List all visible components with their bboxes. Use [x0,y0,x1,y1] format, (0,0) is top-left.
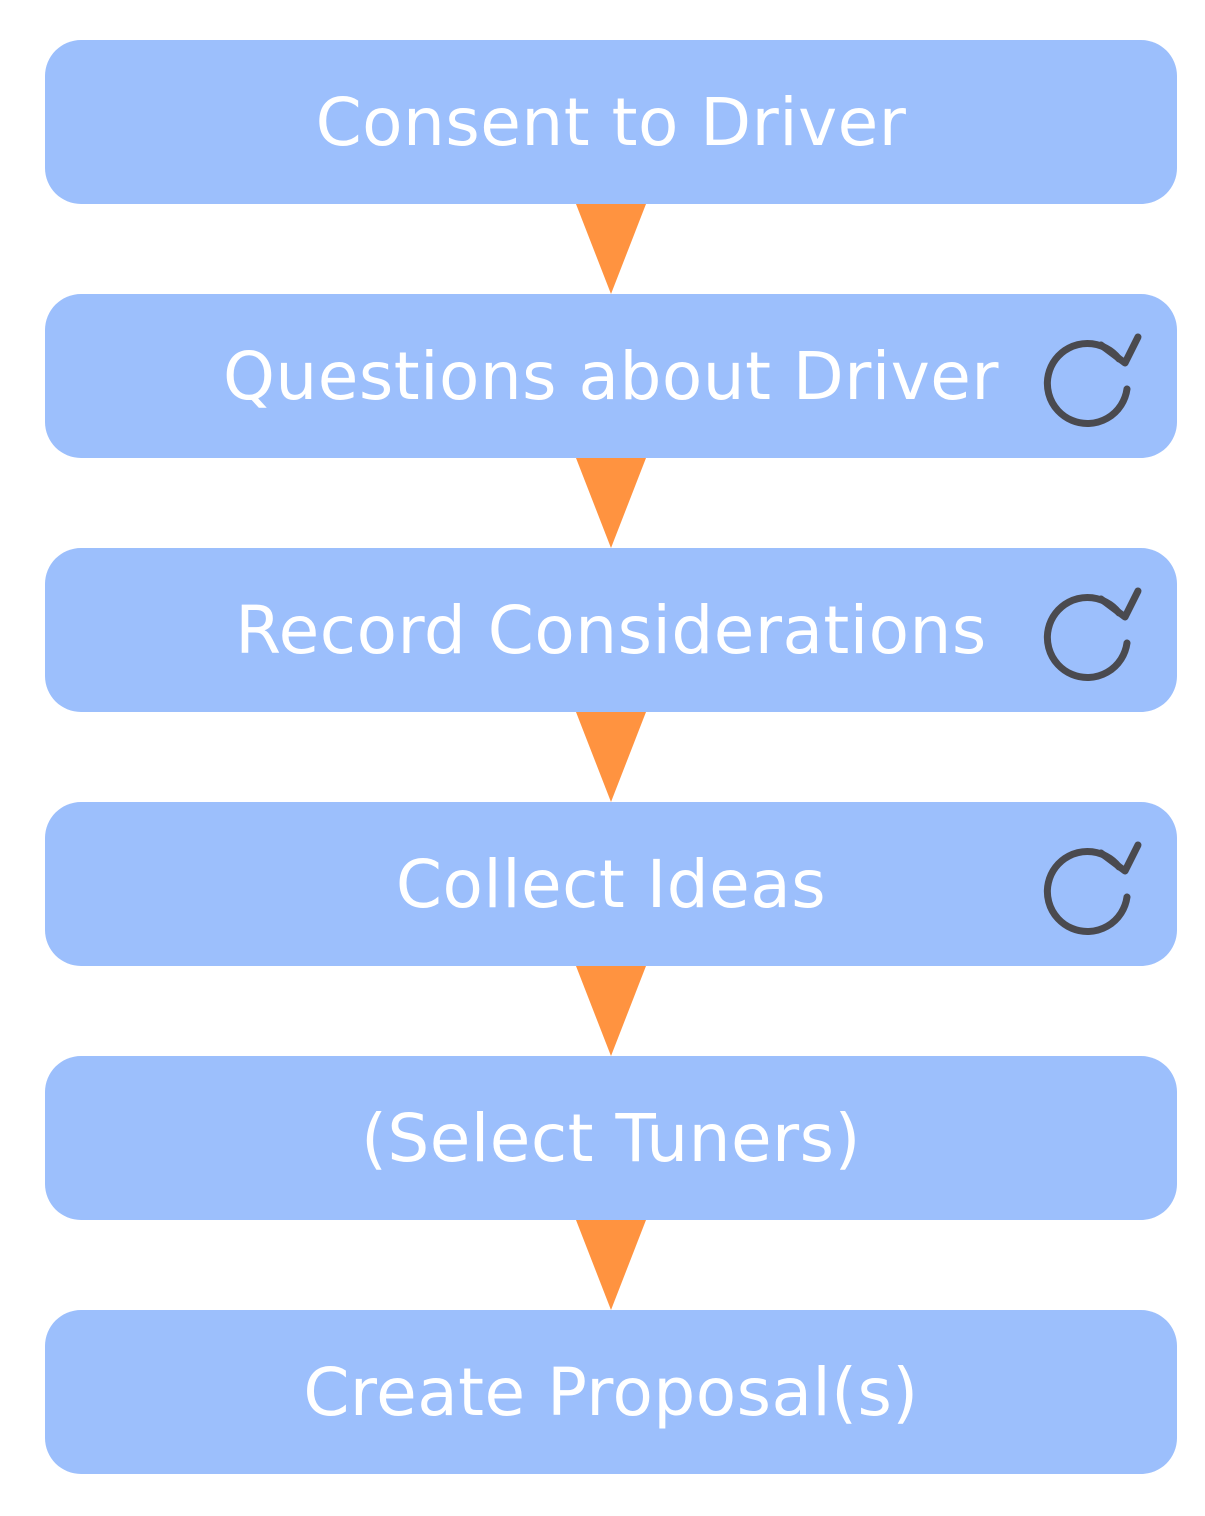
repeat-icon [1043,333,1142,427]
step-select-tuners: (Select Tuners) [45,1056,1177,1220]
step-label: Collect Ideas [395,845,827,923]
repeat-icon [1043,587,1142,681]
step-record-considerations: Record Considerations [45,548,1177,712]
down-arrow-icon [576,204,646,294]
step-label: Questions about Driver [222,337,1000,415]
step-label: Consent to Driver [315,83,907,161]
step-label: Create Proposal(s) [303,1353,919,1431]
step-create-proposals: Create Proposal(s) [45,1310,1177,1474]
down-arrow-icon [576,966,646,1056]
step-questions-about-driver: Questions about Driver [45,294,1177,458]
step-label: Record Considerations [235,591,987,669]
down-arrow-icon [576,458,646,548]
step-collect-ideas: Collect Ideas [45,802,1177,966]
down-arrow-icon [576,1220,646,1310]
step-label: (Select Tuners) [361,1099,861,1177]
down-arrow-icon [576,712,646,802]
step-consent-to-driver: Consent to Driver [45,40,1177,204]
repeat-icon [1043,841,1142,935]
